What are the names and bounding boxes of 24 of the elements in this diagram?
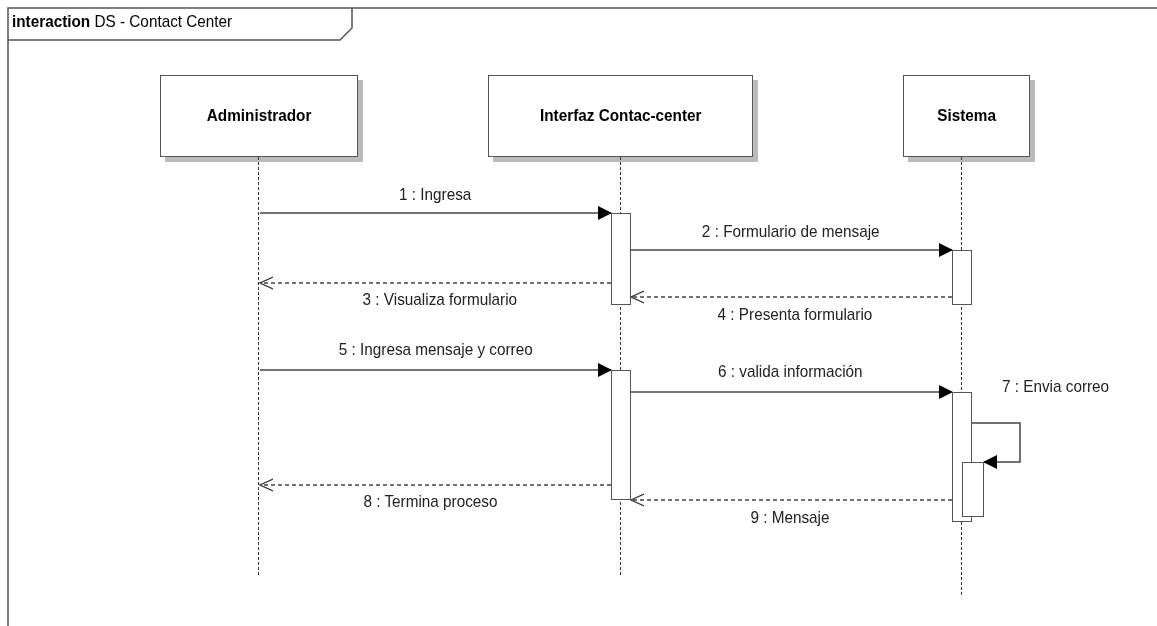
message-label: 9 : Mensaje <box>750 508 830 528</box>
return-arrow <box>259 478 612 492</box>
message-label: 5 : Ingresa mensaje y correo <box>338 340 533 360</box>
frame-title: interaction DS - Contact Center <box>12 12 233 32</box>
lifeline <box>258 157 260 575</box>
message-label: 6 : valida información <box>717 362 863 382</box>
message-label: 3 : Visualiza formulario <box>362 290 518 310</box>
activation-bar <box>611 370 631 500</box>
message-label: 2 : Formulario de mensaje <box>701 222 880 242</box>
message-label: 7 : Envia correo <box>1001 377 1109 397</box>
message-arrow <box>630 243 953 257</box>
return-arrow <box>259 276 612 290</box>
return-arrow <box>630 290 953 304</box>
message-label: 1 : Ingresa <box>399 185 472 205</box>
message-arrow <box>630 385 953 399</box>
message-arrow <box>259 363 612 377</box>
message-label: 8 : Termina proceso <box>362 492 498 512</box>
activation-bar <box>611 213 631 305</box>
return-arrow <box>630 493 953 507</box>
activation-bar <box>962 462 984 517</box>
message-label: 4 : Presenta formulario <box>717 305 873 325</box>
message-arrow <box>971 422 1021 469</box>
activation-bar <box>952 250 972 305</box>
message-arrow <box>259 206 612 220</box>
